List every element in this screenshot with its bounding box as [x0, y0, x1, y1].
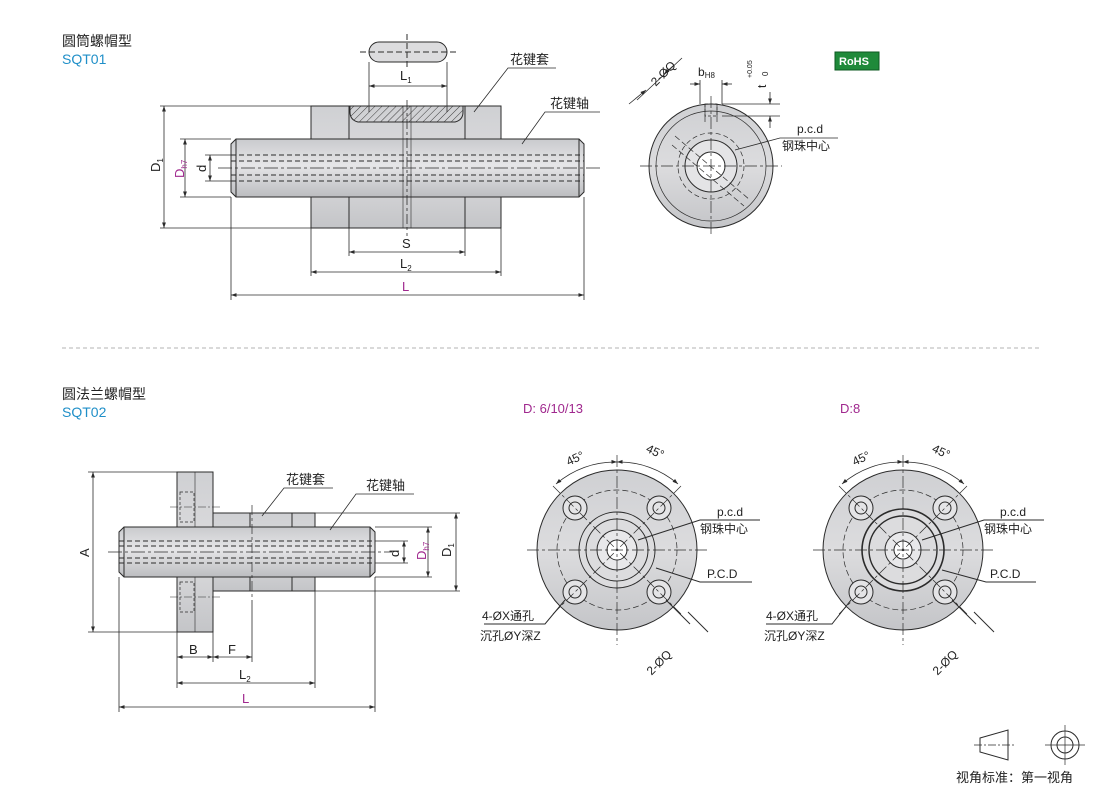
- dim-l2-label: L2: [400, 256, 412, 273]
- dim-s-label: S: [402, 236, 411, 251]
- sqt01-end-view: [640, 96, 782, 236]
- sqt01-keyway-section: [349, 105, 464, 123]
- dim-dh7-label: Dh7: [172, 159, 189, 178]
- view-a-heading: D: 6/10/13: [523, 401, 583, 416]
- dim-l-label: L: [402, 279, 409, 294]
- sqt01-phi-q: 2-ØQ: [648, 58, 679, 89]
- rohs-label: RoHS: [839, 56, 869, 68]
- view-a-PCD: P.C.D: [707, 567, 738, 581]
- sqt01-side-view: [218, 34, 600, 236]
- section1-code: SQT01: [62, 51, 107, 67]
- view-b-phi-q: 2-ØQ: [930, 647, 961, 678]
- view-a-phi-q: 2-ØQ: [644, 647, 675, 678]
- sqt02-dimensions: [88, 471, 460, 712]
- section2-code: SQT02: [62, 404, 107, 420]
- dim-f-label: F: [228, 642, 236, 657]
- section2-header: 圆法兰螺帽型 SQT02: [62, 386, 146, 420]
- view-b-PCD: P.C.D: [990, 567, 1021, 581]
- sqt01-pcd: p.c.d: [797, 122, 823, 136]
- sqt01-ball-center: 钢珠中心: [782, 138, 830, 153]
- dim2-l2-label: L2: [239, 667, 251, 684]
- sqt01-b-label: bH8: [698, 65, 715, 80]
- rohs-badge: RoHS: [834, 51, 880, 71]
- projection-label: 视角标准：第一视角: [956, 770, 1073, 785]
- view-a-angle-right: 45°: [644, 441, 667, 461]
- dim-d1-label: D1: [148, 158, 165, 172]
- sqt01-callout-shaft: 花键轴: [550, 96, 589, 111]
- view-b-angle-left: 45°: [850, 448, 873, 468]
- sqt01-end-dims: [628, 57, 838, 151]
- dim2-d-label: d: [387, 550, 402, 557]
- view-a-counterbore: 沉孔ØY深Z: [480, 629, 541, 643]
- view-a-ball-center: 钢珠中心: [700, 521, 748, 536]
- sqt01-callout-sleeve: 花键套: [510, 52, 549, 67]
- dim2-d1-label: D1: [439, 543, 456, 557]
- flange-view-a: [484, 455, 760, 645]
- dim-a-label: A: [77, 548, 92, 557]
- view-b-pcd: p.c.d: [1000, 505, 1026, 519]
- view-a-pcd: p.c.d: [717, 505, 743, 519]
- projection-symbol: [974, 725, 1085, 765]
- view-a-holes: 4-ØX通孔: [482, 609, 534, 623]
- section1-title: 圆筒螺帽型: [62, 33, 132, 49]
- view-b-heading: D:8: [840, 401, 860, 416]
- sqt01-t-tol-upper: +0.05: [747, 60, 754, 78]
- sqt01-dimension-labels: L1 D1 Dh7 d S L2 L 花键套 花键轴: [148, 52, 589, 294]
- dim2-dh7-label: Dh7: [414, 541, 431, 560]
- flange-view-b: [766, 455, 1044, 645]
- view-b-angle-right: 45°: [930, 441, 953, 461]
- sqt02-callout-shaft: 花键轴: [366, 478, 405, 493]
- view-b-ball-center: 钢珠中心: [984, 521, 1032, 536]
- view-b-counterbore: 沉孔ØY深Z: [764, 629, 825, 643]
- dim-d-label: d: [194, 165, 209, 172]
- dim-l1-label: L1: [400, 68, 412, 85]
- sqt02-callout-sleeve: 花键套: [286, 472, 325, 487]
- view-a-labels: 45° 45° p.c.d 钢珠中心 P.C.D 4-ØX通孔 沉孔ØY深Z 2…: [480, 441, 748, 677]
- sqt02-dimension-labels: A d Dh7 D1 B F L2 L 花键套 花键轴: [77, 472, 456, 706]
- sqt01-dimensions: [160, 62, 600, 300]
- view-b-holes: 4-ØX通孔: [766, 609, 818, 623]
- dim2-l-label: L: [242, 691, 249, 706]
- sqt01-t-label: t: [755, 84, 769, 88]
- sqt01-t-tol-lower: 0: [761, 71, 770, 76]
- section2-title: 圆法兰螺帽型: [62, 386, 146, 402]
- sqt02-side-view: [108, 471, 392, 633]
- view-a-angle-left: 45°: [564, 448, 587, 468]
- section1-header: 圆筒螺帽型 SQT01: [62, 33, 132, 67]
- dim-b-label: B: [189, 642, 198, 657]
